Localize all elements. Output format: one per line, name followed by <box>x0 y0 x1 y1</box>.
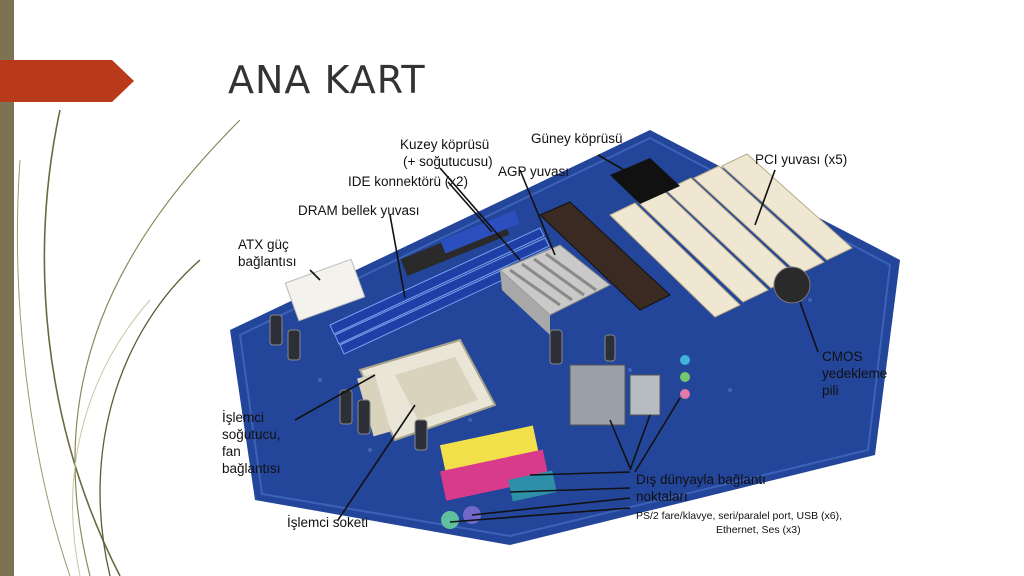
label-agp: AGP yuvası <box>498 164 570 179</box>
label-northbridge-1: Kuzey köprüsü <box>400 137 490 152</box>
label-cpu-socket: İşlemci soketi <box>287 515 369 530</box>
label-cpu-cooler-2: soğutucu, <box>222 427 281 442</box>
motherboard-illustration <box>230 130 900 545</box>
label-ports-2: Ethernet, Ses (x3) <box>716 524 801 536</box>
io-ports <box>439 355 690 529</box>
label-cmos-3: pili <box>822 383 839 398</box>
label-external-1: Dış dünyayla bağlantı <box>636 472 766 487</box>
slide-left-bar <box>0 0 14 576</box>
motherboard-pcb <box>230 130 900 545</box>
agp-slot <box>539 201 671 311</box>
atx-power-connector <box>284 258 366 322</box>
slide-title: ANA KART <box>228 58 426 102</box>
capacitors <box>269 314 616 451</box>
label-cpu-cooler-3: fan <box>222 444 241 459</box>
label-cpu-cooler-4: bağlantısı <box>222 461 281 476</box>
label-dram: DRAM bellek yuvası <box>298 203 420 218</box>
label-atx-2: bağlantısı <box>238 254 297 269</box>
label-external-2: noktaları <box>636 489 688 504</box>
label-ports-1: PS/2 fare/klavye, seri/paralel port, USB… <box>636 510 842 522</box>
callout-lines <box>294 154 819 523</box>
southbridge-chip <box>610 158 680 204</box>
label-southbridge: Güney köprüsü <box>531 131 623 146</box>
label-northbridge-2: (+ soğutucusu) <box>403 154 493 169</box>
label-cmos-1: CMOS <box>822 349 863 364</box>
label-cmos-2: yedekleme <box>822 366 888 381</box>
label-atx-1: ATX güç <box>238 237 289 252</box>
label-pci: PCI yuvası (x5) <box>755 152 848 167</box>
title-ribbon <box>0 60 134 102</box>
decorative-swirl <box>16 109 241 576</box>
label-cpu-cooler-1: İşlemci <box>222 410 265 425</box>
label-ide: IDE konnektörü (x2) <box>348 174 469 189</box>
northbridge-heatsink <box>499 244 611 335</box>
cmos-battery <box>773 266 811 304</box>
